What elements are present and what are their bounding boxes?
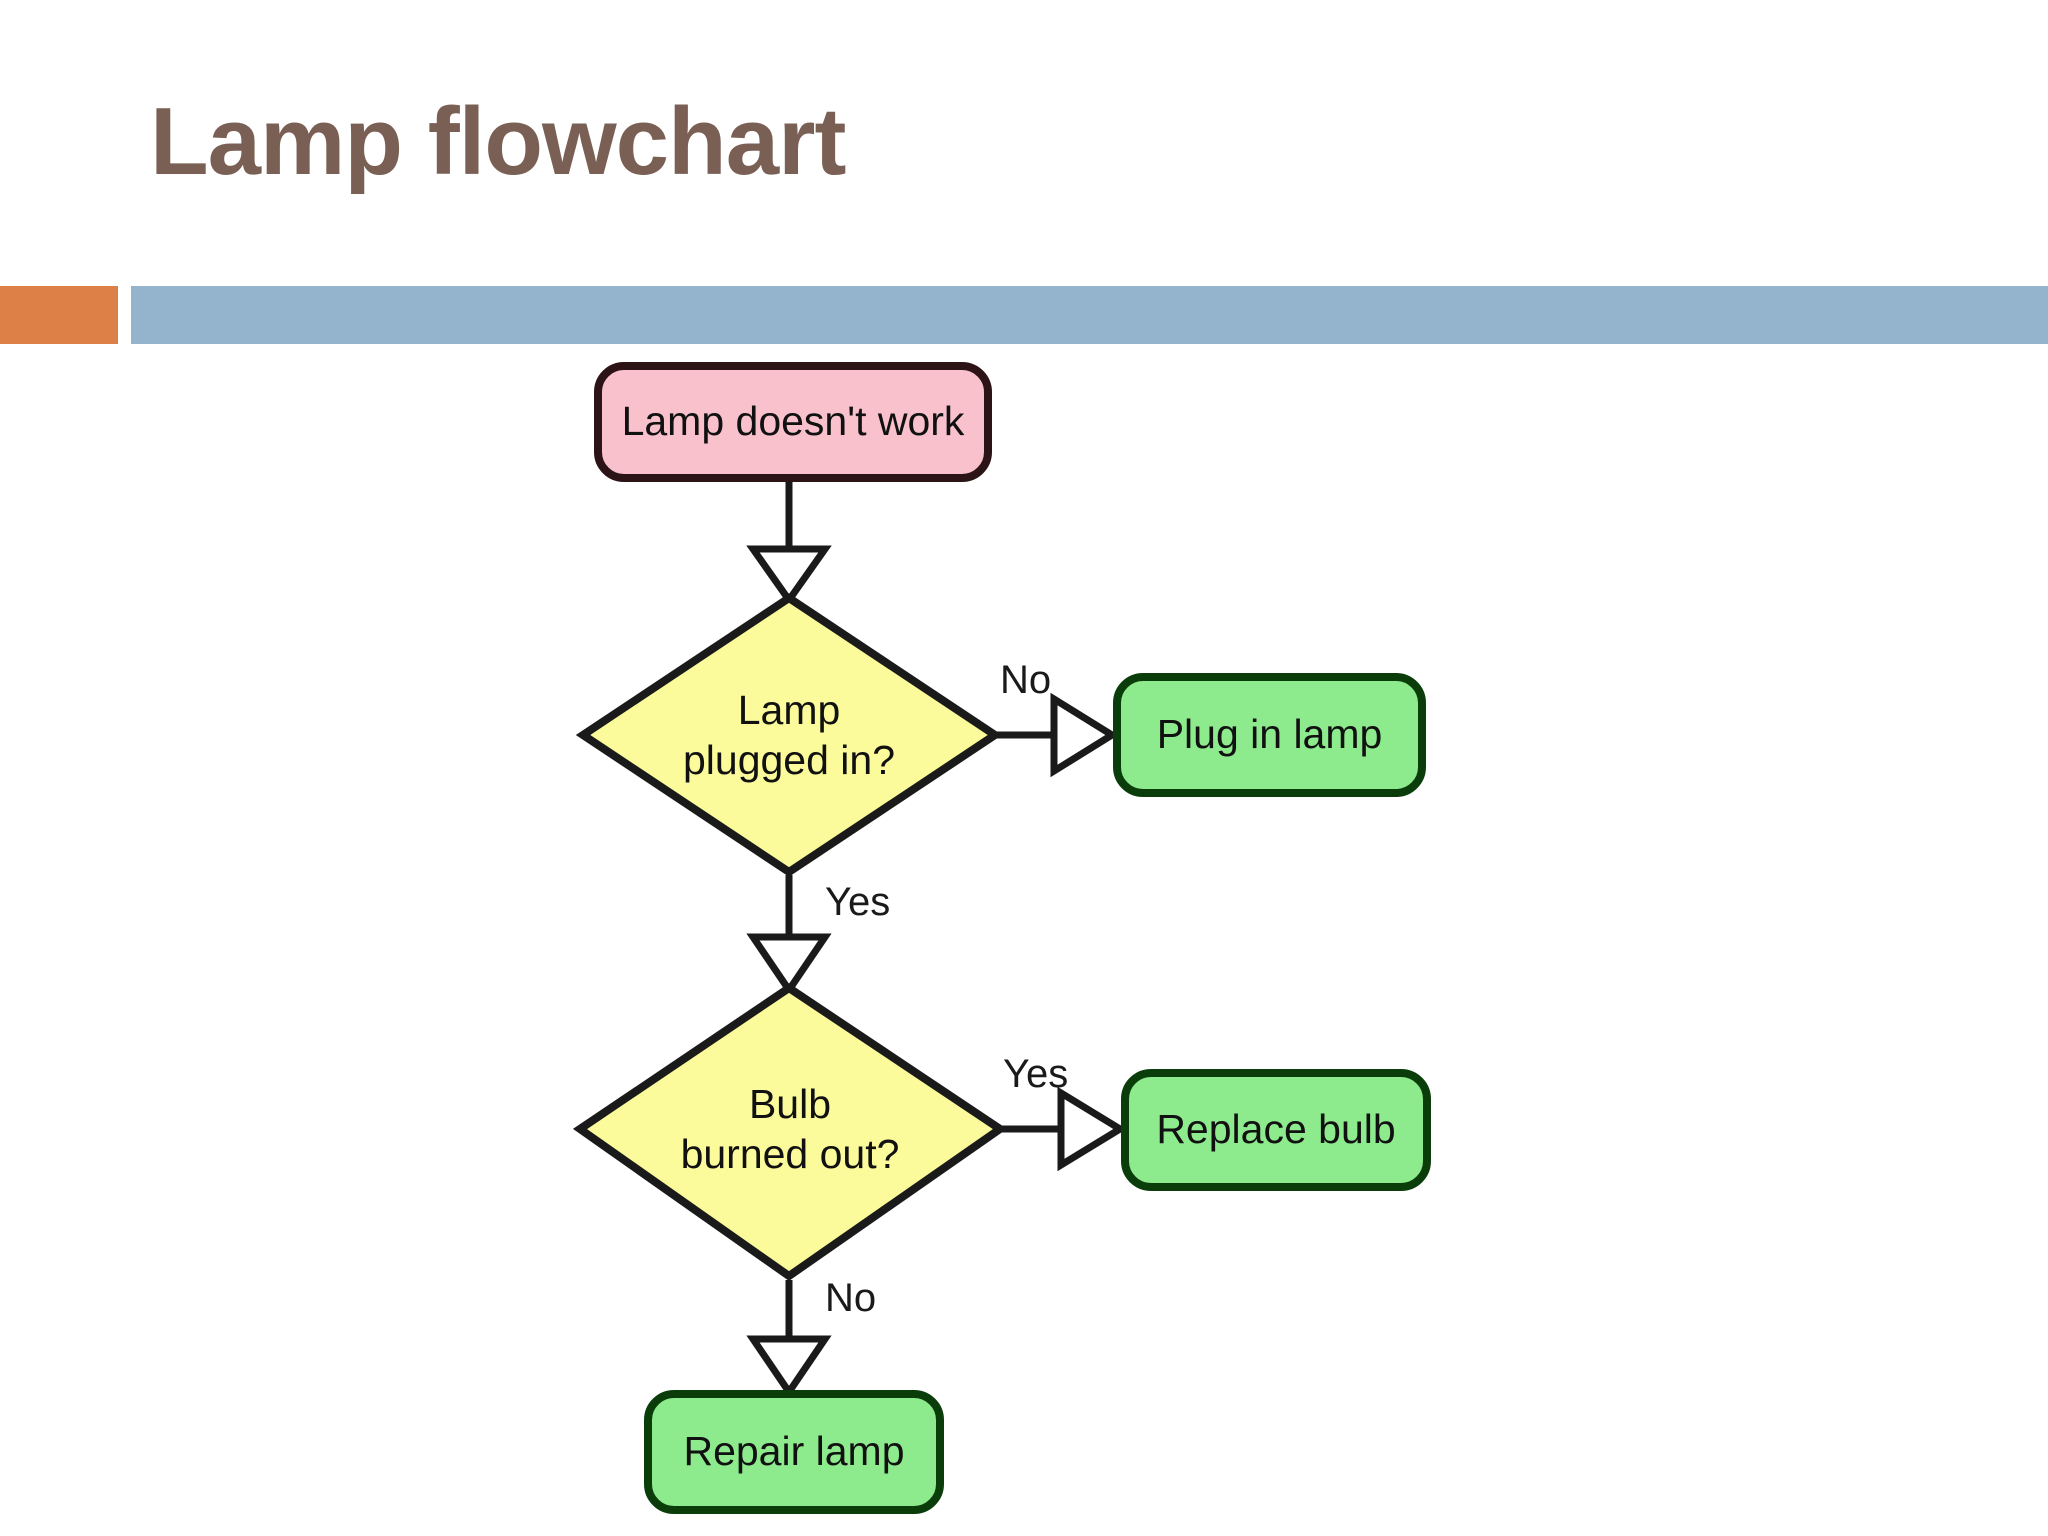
- node-lamp-plugged-in[interactable]: [575, 593, 1003, 877]
- divider-accent-orange: [0, 286, 118, 344]
- node-lamp-doesnt-work[interactable]: [594, 362, 992, 482]
- edge-plugged-to-plugin: [995, 692, 1119, 778]
- edge-start-to-plugged: [746, 478, 832, 607]
- edge-label-plugged-yes: Yes: [825, 880, 891, 924]
- arrowhead-right-icon: [1050, 692, 1119, 778]
- node-repair-lamp[interactable]: [644, 1390, 944, 1514]
- edge-label-burned-no: No: [825, 1276, 877, 1320]
- arrowhead-right-icon: [1057, 1086, 1127, 1172]
- edge-plugged-to-burned: [746, 875, 832, 997]
- node-bulb-burned-out[interactable]: [572, 983, 1008, 1281]
- edge-label-plugged-no: No: [1000, 658, 1052, 702]
- divider-accent-blue: [131, 286, 2048, 344]
- arrowhead-down-icon: [746, 1335, 832, 1399]
- arrowhead-down-icon: [746, 933, 832, 997]
- edge-burned-to-replace: [1000, 1086, 1127, 1172]
- node-replace-bulb[interactable]: [1121, 1069, 1431, 1191]
- edge-label-burned-yes: Yes: [1003, 1052, 1069, 1096]
- arrowhead-down-icon: [746, 545, 832, 607]
- node-plug-in-lamp[interactable]: [1113, 673, 1426, 797]
- edge-burned-to-repair: [746, 1280, 832, 1399]
- page-title: Lamp flowchart: [150, 88, 846, 195]
